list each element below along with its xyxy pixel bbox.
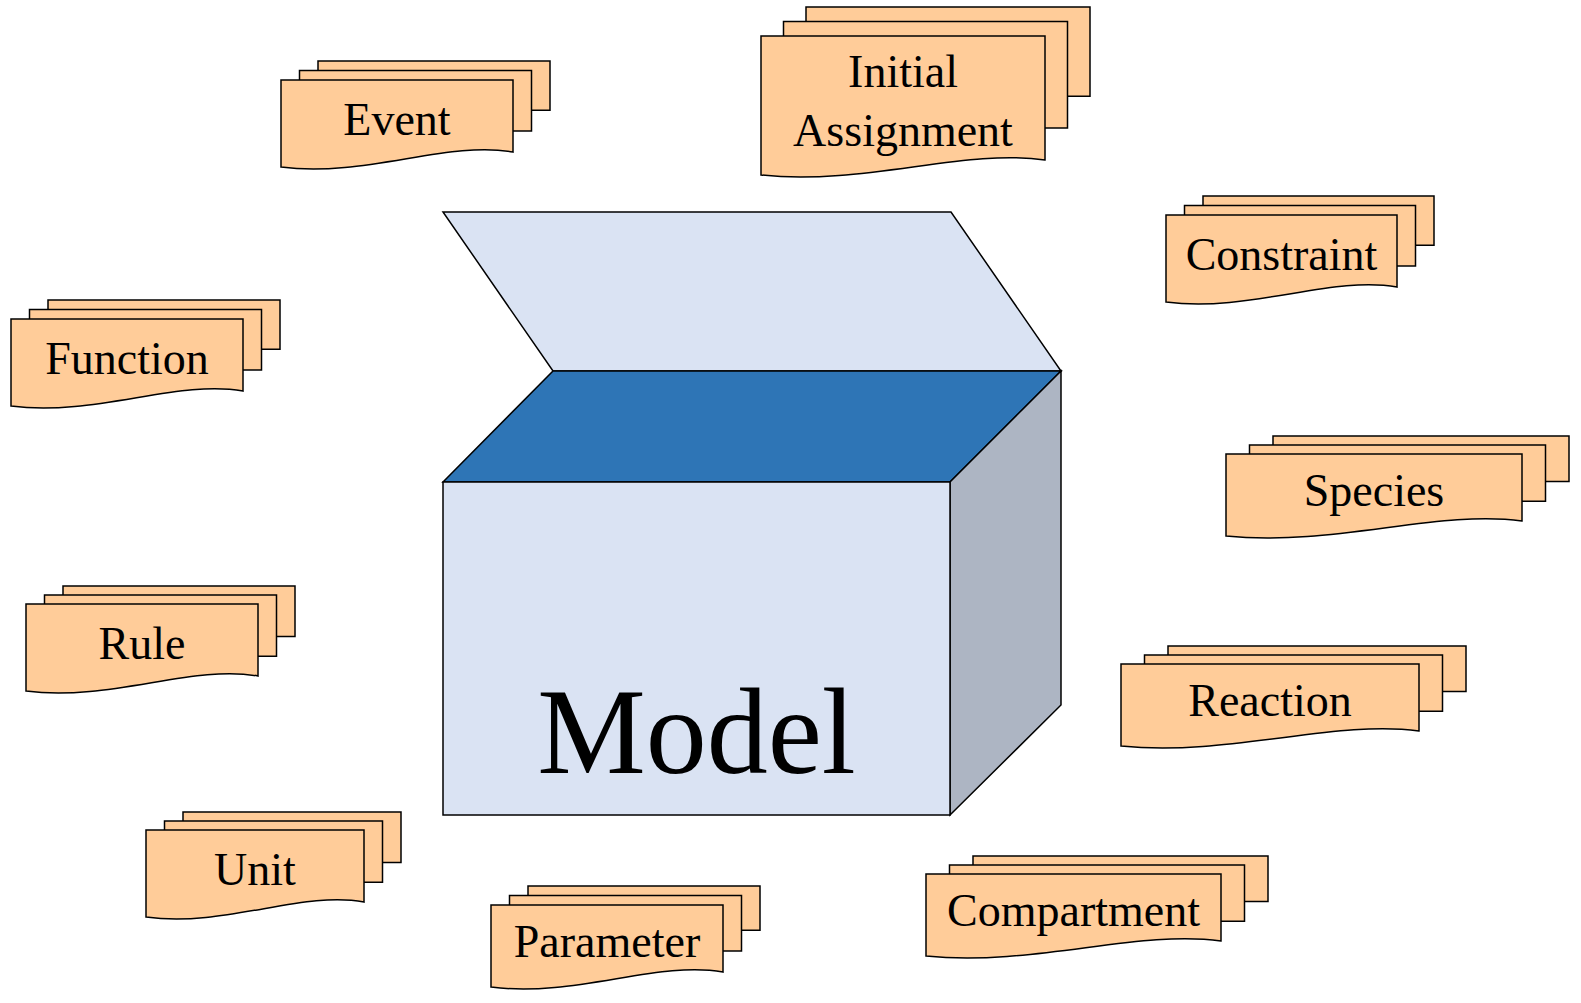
document-label-wrap: Function [11, 319, 243, 399]
document-stack: Species [1226, 436, 1569, 539]
document-label-wrap: Unit [146, 830, 364, 910]
document-label: Event [343, 91, 450, 150]
document-label-wrap: Species [1226, 454, 1522, 529]
box-lid [443, 212, 1061, 371]
document-label-wrap: Initial Assignment [761, 36, 1045, 168]
document-stack: Unit [146, 812, 401, 920]
document-sheet [491, 905, 723, 989]
document-stack: Reaction [1121, 646, 1466, 749]
document-label-wrap: Rule [26, 604, 258, 684]
document-label: Function [45, 330, 209, 389]
document-label: Species [1304, 462, 1445, 521]
document-label-wrap: Constraint [1166, 215, 1397, 295]
document-label: Reaction [1188, 672, 1352, 731]
document-label: Constraint [1186, 226, 1378, 285]
document-sheet [926, 874, 1221, 958]
document-label: Rule [99, 615, 186, 674]
document-label-wrap: Compartment [926, 874, 1221, 949]
document-label-wrap: Event [281, 80, 513, 160]
document-sheet [11, 319, 243, 408]
document-stack: Constraint [1166, 196, 1434, 305]
document-sheet [1166, 215, 1397, 304]
document-stack-shape [761, 7, 1100, 188]
document-label: Unit [214, 841, 296, 900]
box-front [443, 482, 950, 815]
document-label: Parameter [514, 913, 700, 972]
document-label-wrap: Parameter [491, 905, 723, 980]
document-stack: Compartment [926, 856, 1268, 959]
document-sheet [1226, 454, 1522, 538]
document-stack: Rule [26, 586, 295, 694]
model-label-wrap: Model [443, 482, 950, 815]
document-sheet [26, 604, 258, 693]
document-stack: Function [11, 300, 280, 409]
document-label: Compartment [947, 882, 1200, 941]
document-sheet [1121, 664, 1419, 748]
document-sheet [281, 80, 513, 169]
document-sheet [146, 830, 364, 919]
document-stack: Parameter [491, 886, 760, 990]
document-label: Initial Assignment [769, 43, 1037, 161]
model-box: Model [443, 482, 950, 815]
document-stack: Initial Assignment [761, 7, 1090, 178]
model-label: Model [537, 671, 856, 793]
document-label-wrap: Reaction [1121, 664, 1419, 739]
box-side [950, 371, 1061, 815]
document-stack: Event [281, 61, 550, 170]
document-sheet [761, 36, 1045, 177]
